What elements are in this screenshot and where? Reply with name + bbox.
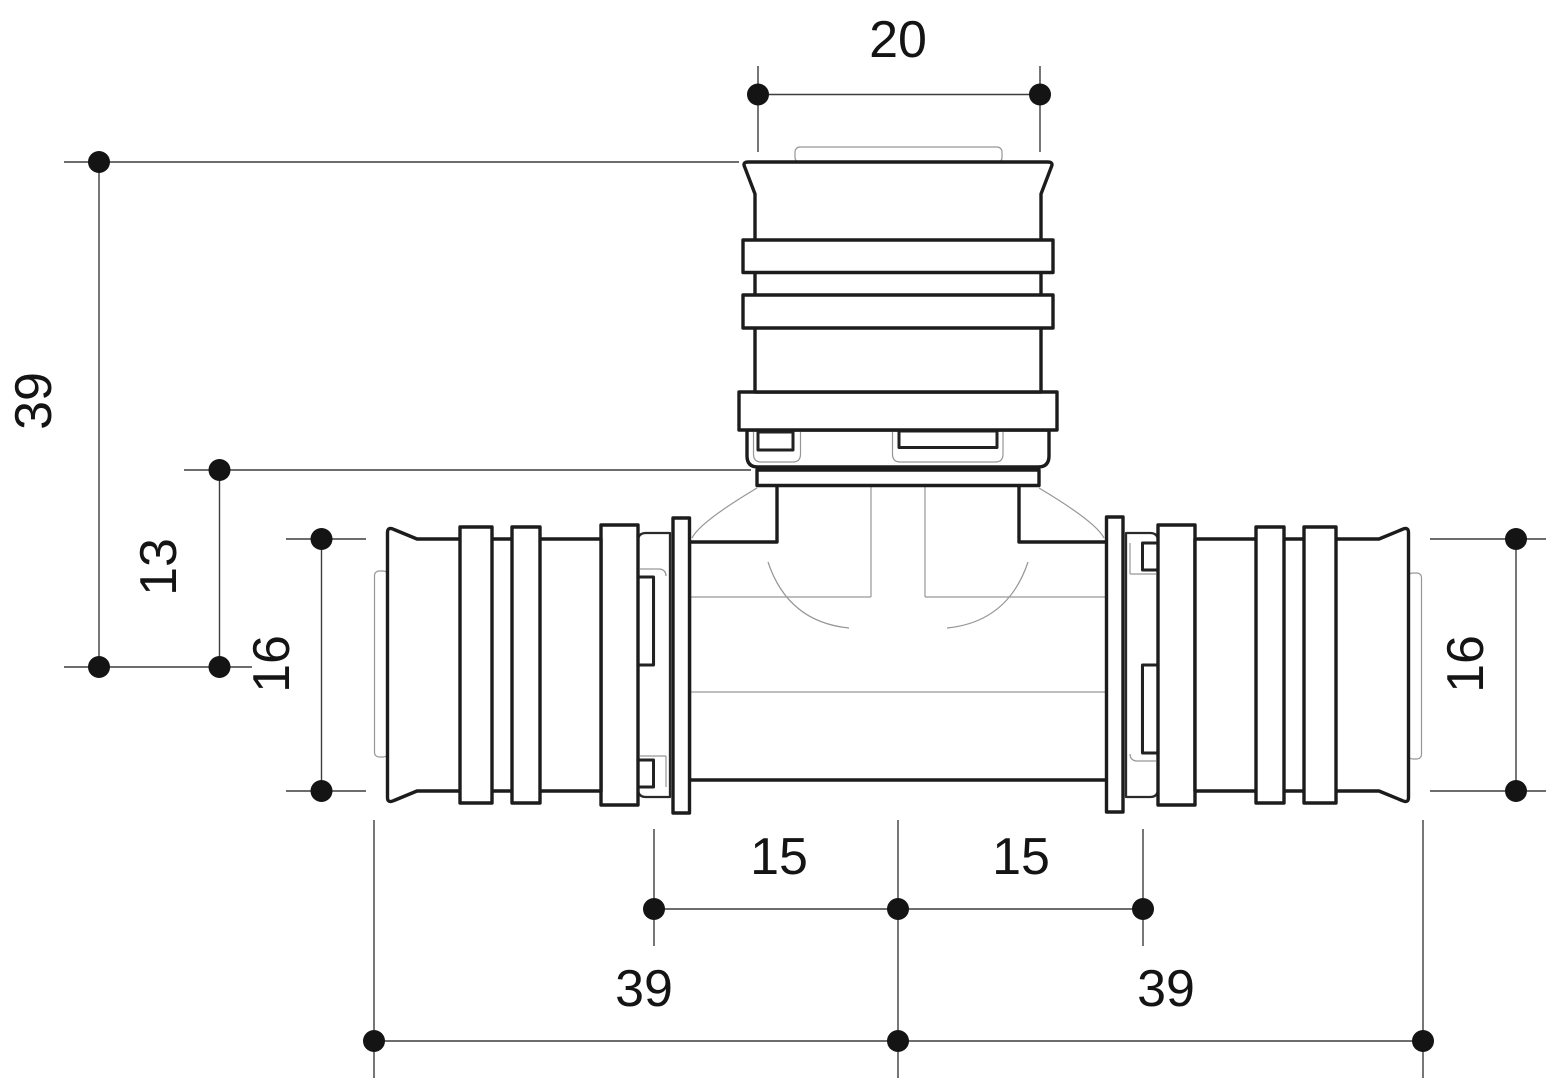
- collar: [599, 523, 640, 807]
- dim-dot: [363, 1030, 385, 1052]
- press-sleeve-body: [742, 160, 1054, 394]
- dim-center-spacing: 15 15: [643, 828, 1154, 920]
- dim-left-diameter: 16: [243, 528, 366, 802]
- center-body-fill: [690, 486, 1107, 780]
- dim-top-width-lines: [757, 66, 1041, 152]
- dim-dot: [887, 898, 909, 920]
- collar: [737, 390, 1059, 432]
- dim-dot: [1412, 1030, 1434, 1052]
- dim-dot: [1505, 528, 1527, 550]
- dim-label-right-diameter: 16: [1437, 635, 1495, 693]
- dim-label-top-width: 20: [869, 11, 927, 69]
- flange-plate: [671, 516, 692, 815]
- crimp-bands: [458, 525, 542, 805]
- dim-bottom: 15 15 39 39: [363, 820, 1434, 1078]
- dim-dot: [88, 151, 110, 173]
- top-port: [737, 146, 1059, 488]
- pipe-end-tab: [794, 146, 1003, 164]
- dim-label-center-left: 15: [750, 828, 808, 886]
- dim-dot: [643, 898, 665, 920]
- dim-shoulder-height-lines: [184, 469, 751, 667]
- dim-right-diameter: 16: [1430, 528, 1546, 802]
- dim-shoulder-height: 13: [130, 459, 751, 678]
- dim-dot: [310, 780, 333, 802]
- dim-dot: [88, 656, 110, 678]
- tee-fitting: [373, 146, 1424, 815]
- dim-top-width: 20: [747, 11, 1051, 152]
- dim-label-left-diameter: 16: [243, 635, 301, 693]
- dimensions: 20 39 13 16 16: [5, 11, 1546, 1078]
- dim-dot: [1505, 780, 1527, 802]
- center-body: [690, 486, 1107, 782]
- dim-dot: [310, 528, 333, 550]
- left-port: [373, 516, 692, 815]
- press-sleeve-body: [385, 526, 603, 804]
- dim-label-overall-height: 39: [5, 372, 63, 430]
- dim-label-center-right: 15: [992, 828, 1050, 886]
- center-body-outline: [690, 486, 1107, 782]
- flange-plate: [755, 468, 1041, 488]
- dim-label-end-right: 39: [1137, 960, 1195, 1018]
- dim-label-end-left: 39: [615, 960, 673, 1018]
- clip-pockets: [752, 431, 1004, 463]
- dim-dot: [747, 83, 769, 106]
- dim-dot: [887, 1030, 909, 1052]
- dim-bottom-extension-lines: [373, 820, 1424, 1078]
- dim-dot: [208, 656, 231, 678]
- dim-dot: [1029, 83, 1051, 106]
- dim-end-spacing: 39 39: [363, 960, 1434, 1052]
- dim-dot: [208, 459, 231, 481]
- dim-label-shoulder-height: 13: [130, 538, 188, 596]
- right-port: [1104, 515, 1424, 814]
- dim-dot: [1132, 898, 1154, 920]
- crimp-bands: [741, 238, 1055, 330]
